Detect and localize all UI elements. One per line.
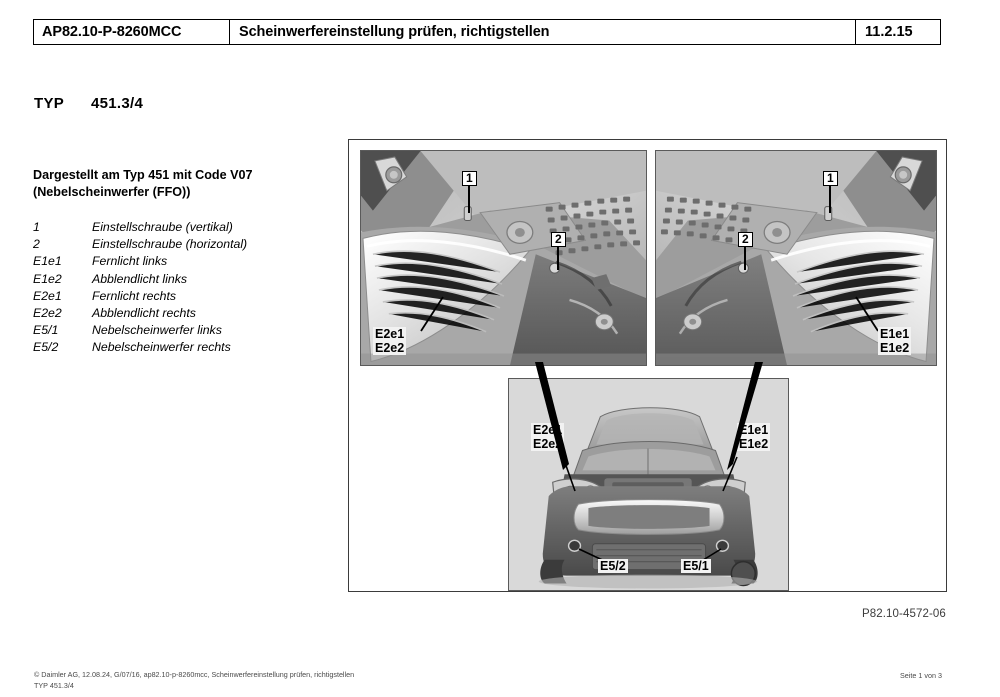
drawing-number: P82.10-4572-06	[862, 608, 946, 620]
legend-item-key: E1e2	[33, 271, 62, 286]
legend-item-text: Einstellschraube (horizontal)	[92, 237, 248, 252]
legend-item-text: Fernlicht links	[92, 254, 168, 269]
legend-item: 1 Einstellschraube (vertikal)	[33, 219, 333, 236]
legend-item: E1e2 Abblendlicht links	[33, 271, 333, 288]
legend-item-text: Abblendlicht links	[92, 271, 188, 286]
footer-copyright: © Daimler AG, 12.08.24, G/07/16, ap82.10…	[34, 670, 354, 691]
label-fog-lamp-right: E5/2	[598, 559, 628, 573]
legend-item: E2e1 Fernlicht rechts	[33, 288, 333, 305]
type-label: TYP	[34, 95, 65, 112]
type-value: 451.3/4	[91, 95, 144, 112]
vehicle-front-photo	[509, 379, 788, 590]
legend-item-key: E5/2	[33, 340, 59, 355]
legend-item: 2 Einstellschraube (horizontal)	[33, 236, 333, 253]
label-fog-lamp-left: E5/1	[681, 559, 711, 573]
photo-panel-left-headlamp: 1 2 E2e1 E2e2	[360, 150, 647, 366]
leader-line-callout-1	[829, 185, 831, 213]
legend-item: E1e1 Fernlicht links	[33, 253, 333, 270]
callout-2-right-panel: 2	[738, 232, 753, 247]
figure-frame: 1 2 E2e1 E2e2	[348, 139, 947, 592]
connector-left-panel-to-car	[535, 362, 569, 470]
legend-item-text: Nebelscheinwerfer rechts	[92, 340, 231, 355]
legend-item-text: Abblendlicht rechts	[92, 306, 196, 321]
intro-paragraph: Dargestellt am Typ 451 mit Code V07 (Neb…	[33, 167, 333, 201]
legend-item: E5/2 Nebelscheinwerfer rechts	[33, 339, 333, 356]
connector-right-panel-to-car	[727, 362, 763, 470]
document-header-table: AP82.10-P-8260MCC Scheinwerfereinstellun…	[33, 19, 941, 45]
legend-list: 1 Einstellschraube (vertikal) 2 Einstell…	[33, 219, 333, 357]
intro-line-2: (Nebelscheinwerfer (FFO))	[33, 185, 191, 199]
intro-line-1: Dargestellt am Typ 451 mit Code V07	[33, 168, 253, 182]
callout-2-left-panel: 2	[551, 232, 566, 247]
callout-1-left-panel: 1	[462, 171, 477, 186]
legend-item-key: E1e1	[33, 254, 62, 269]
footer-copyright-line-1: © Daimler AG, 12.08.24, G/07/16, ap82.10…	[34, 670, 355, 679]
leader-line-callout-1	[468, 185, 470, 213]
label-headlamp-right-side: E2e1 E2e2	[373, 327, 407, 355]
header-document-date: 11.2.15	[865, 24, 913, 40]
legend-item: E2e2 Abblendlicht rechts	[33, 305, 333, 322]
callout-1-right-panel: 1	[823, 171, 838, 186]
header-document-title: Scheinwerfereinstellung prüfen, richtigs…	[230, 20, 856, 44]
header-document-id: AP82.10-P-8260MCC	[34, 20, 230, 44]
legend-item-key: 2	[33, 237, 40, 252]
photo-panel-right-headlamp: 1 2 E1e1 E1e2	[655, 150, 937, 366]
label-headlamp-left-side: E1e1 E1e2	[878, 327, 912, 355]
label-vehicle-left-headlamp: E1e1 E1e2	[737, 423, 771, 451]
legend-item: E5/1 Nebelscheinwerfer links	[33, 322, 333, 339]
legend-item-key: E2e1	[33, 288, 62, 303]
legend-item-text: Fernlicht rechts	[92, 288, 177, 303]
footer-copyright-line-2: TYP 451.3/4	[34, 680, 74, 690]
footer-page-number: Seite 1 von 3	[900, 671, 942, 680]
type-line: TYP 451.3/4	[34, 95, 143, 112]
leader-line-lamp-right	[855, 296, 879, 332]
legend-item-key: 1	[33, 220, 40, 234]
leader-line-callout-2	[744, 246, 746, 270]
leader-line-callout-2	[557, 246, 559, 270]
legend-item-key: E5/1	[33, 323, 59, 338]
legend-item-text: Einstellschraube (vertikal)	[92, 220, 233, 234]
leader-line-lamp-left	[420, 296, 444, 332]
legend-item-key: E2e2	[33, 306, 62, 321]
legend-item-text: Nebelscheinwerfer links	[92, 323, 222, 338]
